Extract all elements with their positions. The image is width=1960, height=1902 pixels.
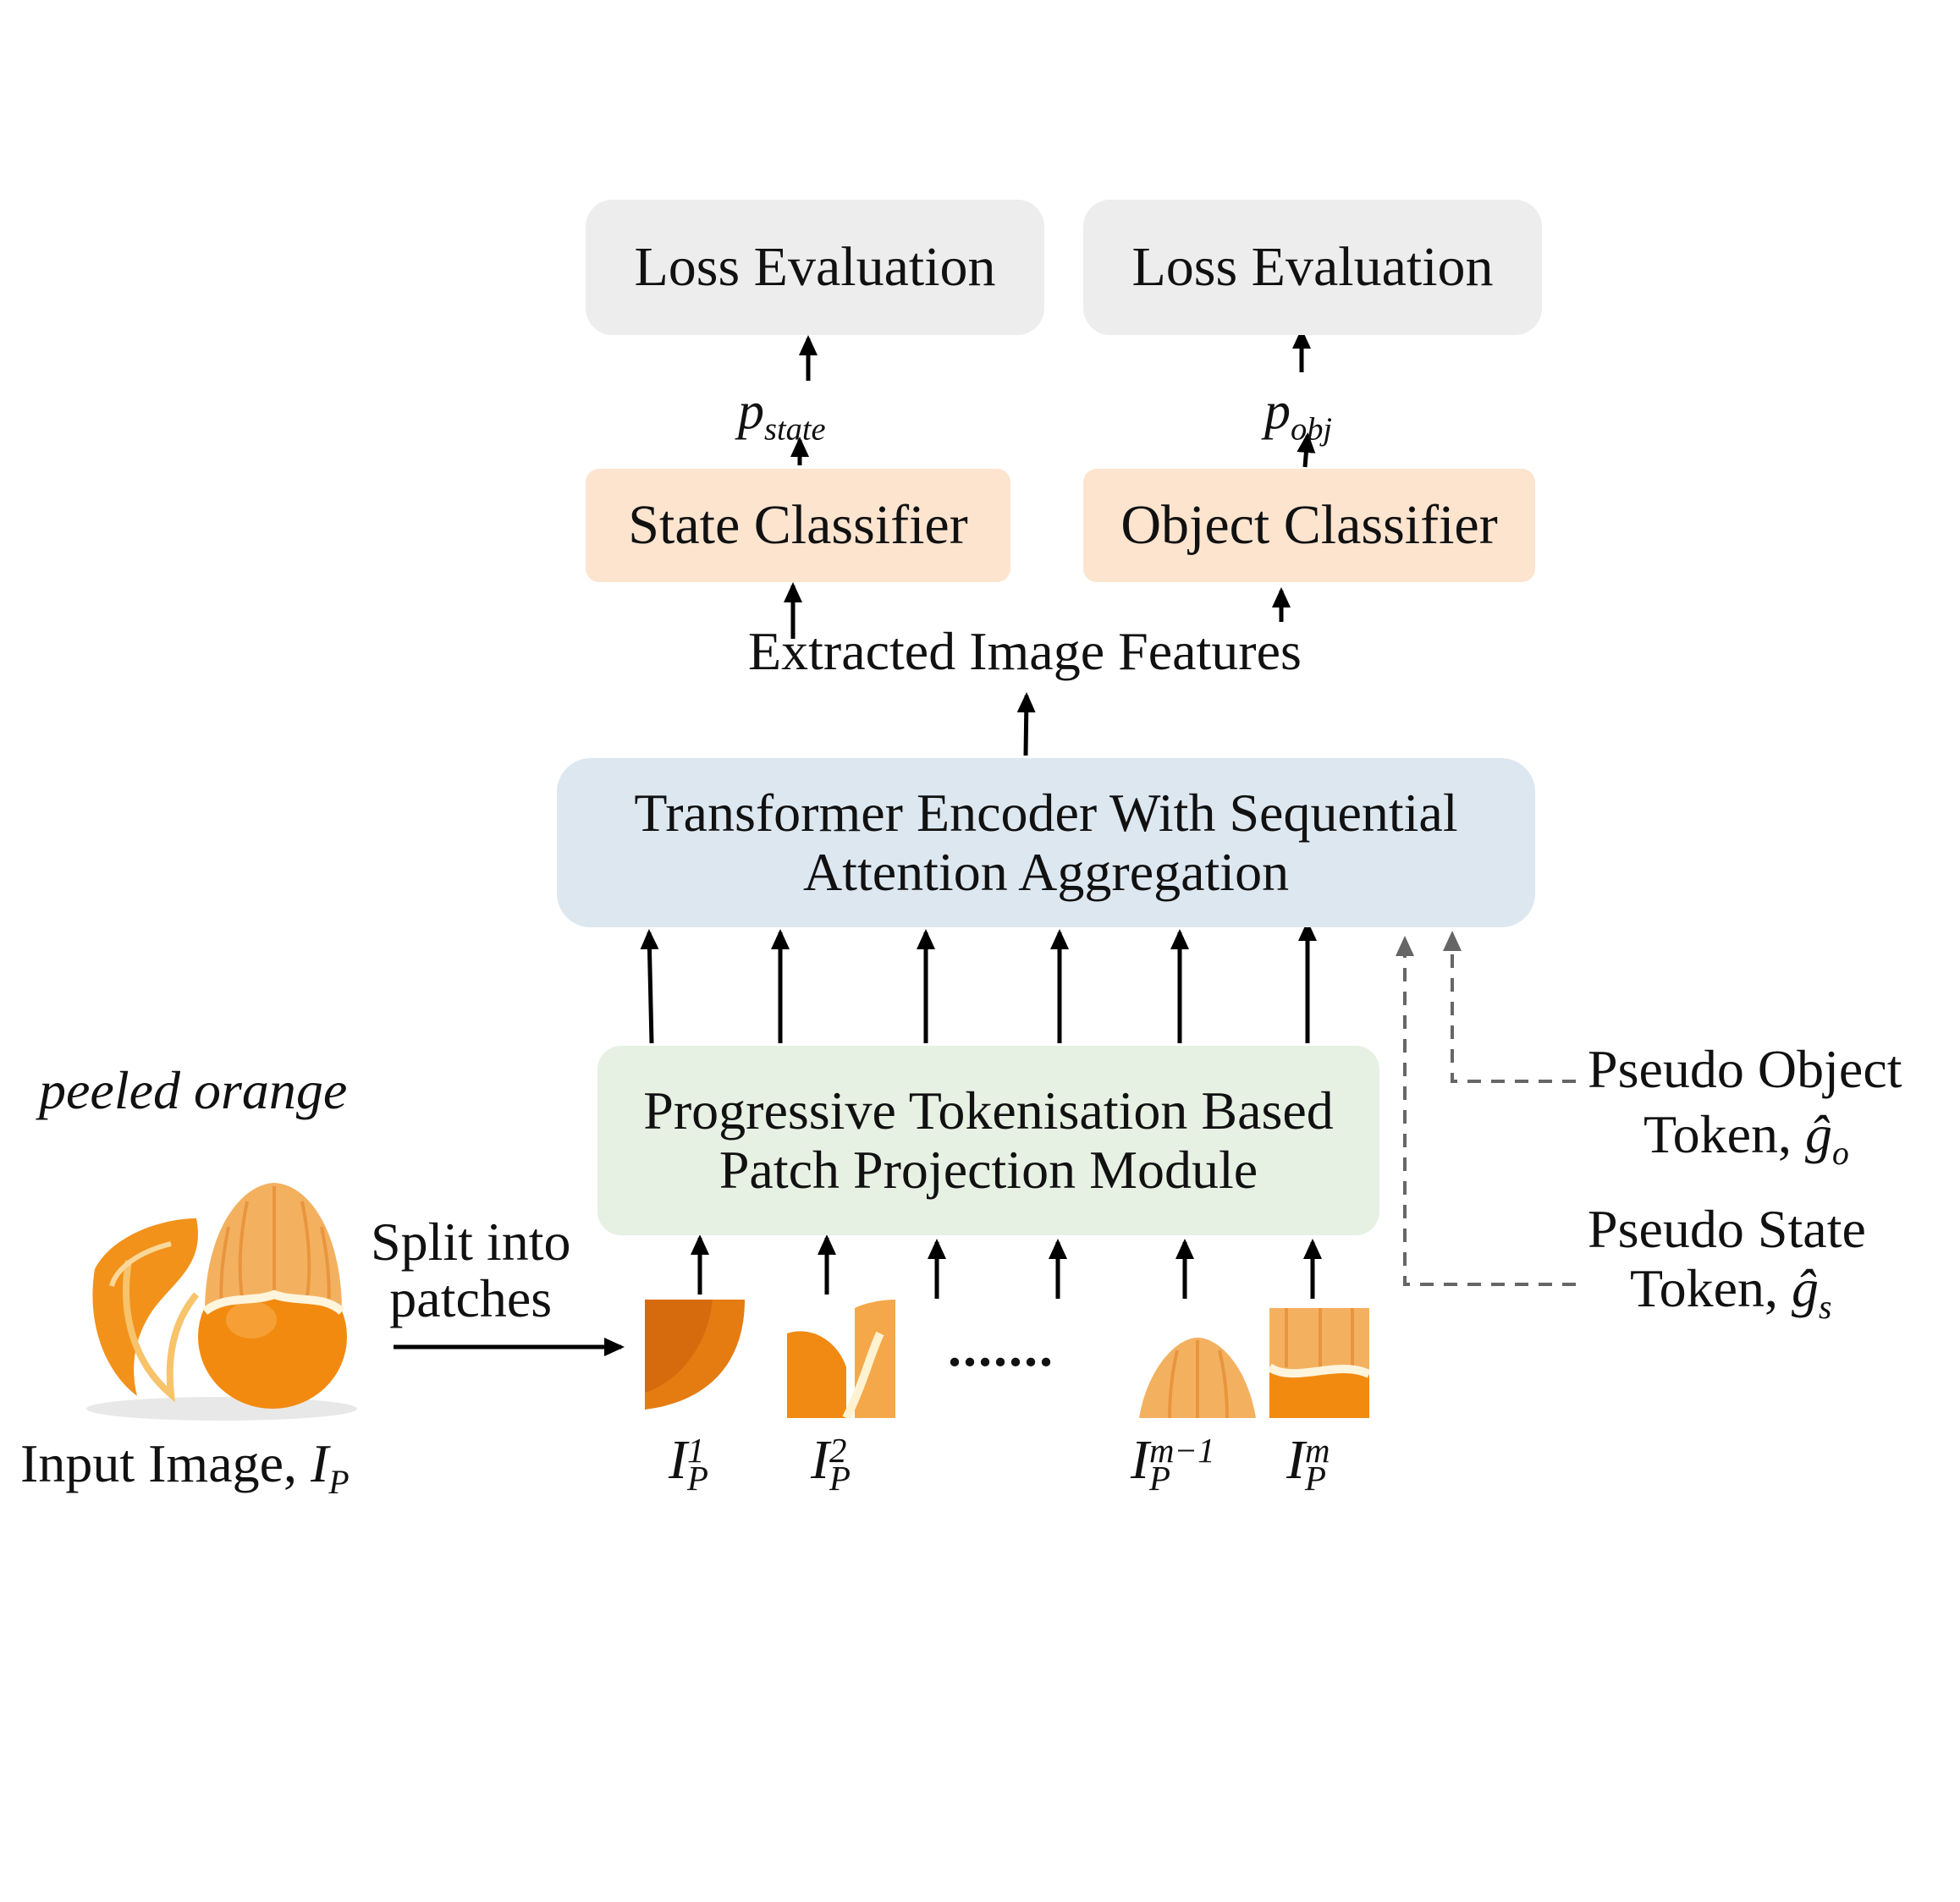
split-line-2: patches: [389, 1268, 553, 1329]
transformer-encoder: Transformer Encoder With Sequential Atte…: [557, 758, 1535, 927]
object-classifier-label: Object Classifier: [1120, 493, 1498, 556]
patch-label-1-sup: 1: [686, 1432, 705, 1470]
patch-label-1-base: I: [669, 1429, 687, 1491]
patch-label-m-base: I: [1286, 1429, 1305, 1491]
arrow-proj-enc-1: [640, 929, 659, 1044]
patch-label-m-minus-1-sup: m−1: [1148, 1432, 1215, 1470]
loss-evaluation-object: Loss Evaluation: [1083, 200, 1542, 335]
pseudo-object-line-2: Token,: [1643, 1103, 1806, 1164]
patch-projection-module: Progressive Tokenisation Based Patch Pro…: [597, 1046, 1379, 1235]
patch-m: [1269, 1308, 1369, 1418]
projection-line-1: Progressive Tokenisation Based: [643, 1080, 1334, 1141]
encoder-line-2: Attention Aggregation: [802, 842, 1290, 902]
projection-line-2: Patch Projection Module: [718, 1140, 1258, 1200]
patch-label-m-sup: m: [1304, 1432, 1330, 1470]
caption-label: peeled orange: [39, 1060, 348, 1120]
patch-label-2-sup: 2: [829, 1432, 847, 1470]
pseudo-state-line-2: Token,: [1630, 1258, 1792, 1319]
patch-label-m-minus-1-base: I: [1131, 1429, 1149, 1491]
patch-label-2-sub: P: [829, 1459, 851, 1498]
p-obj-sub: obj: [1291, 411, 1333, 448]
patch-label-m-sub: P: [1304, 1459, 1326, 1498]
arrow-encoder-to-features: [1016, 692, 1036, 756]
state-classifier-label: State Classifier: [628, 493, 968, 556]
p-state-sub: state: [764, 411, 826, 448]
pseudo-state-sub: s: [1819, 1289, 1832, 1327]
encoder-line-1: Transformer Encoder With Sequential: [634, 782, 1458, 843]
object-classifier: Object Classifier: [1083, 469, 1535, 582]
patch-2: [787, 1300, 895, 1418]
patch-label-m-minus-1-sub: P: [1148, 1459, 1170, 1498]
pseudo-object-line-1: Pseudo Object: [1588, 1039, 1902, 1099]
input-image: [86, 1183, 357, 1421]
loss-evaluation-state-label: Loss Evaluation: [634, 235, 996, 298]
split-line-1: Split into: [371, 1212, 571, 1272]
p-state-label: pstate: [738, 382, 826, 448]
patch-1: [645, 1300, 745, 1418]
extracted-features-label: Extracted Image Features: [748, 621, 1302, 681]
dashed-pseudo-state: [1396, 936, 1576, 1286]
p-obj-base: p: [1264, 382, 1291, 440]
pseudo-object-token-label: Pseudo Object Token, ĝo: [1588, 1037, 1902, 1174]
input-image-symbol: I: [311, 1433, 329, 1493]
input-image-sub: P: [328, 1463, 350, 1501]
pseudo-state-symbol: ĝ: [1792, 1258, 1820, 1319]
p-obj-label: pobj: [1264, 382, 1332, 448]
patch-m-minus-1: [1139, 1333, 1256, 1418]
loss-evaluation-object-label: Loss Evaluation: [1131, 235, 1494, 298]
patch-label-2-base: I: [811, 1429, 829, 1491]
split-label: Split into patches: [371, 1212, 571, 1329]
loss-evaluation-state: Loss Evaluation: [586, 200, 1044, 335]
arrow-pobj-link: [1297, 432, 1316, 468]
state-classifier: State Classifier: [586, 469, 1010, 582]
patch-ellipsis: .......: [948, 1317, 1054, 1377]
p-state-base: p: [738, 382, 764, 440]
pseudo-object-sub: o: [1832, 1134, 1849, 1172]
input-image-label: Input Image, IP: [20, 1433, 350, 1501]
patch-label-1-sub: P: [686, 1459, 708, 1498]
pseudo-state-token-label: Pseudo State Token, ĝs: [1588, 1199, 1866, 1327]
dashed-pseudo-object: [1443, 931, 1576, 1083]
input-image-text: Input Image,: [20, 1433, 311, 1493]
pseudo-state-line-1: Pseudo State: [1588, 1199, 1866, 1259]
pseudo-object-symbol: ĝ: [1805, 1103, 1833, 1164]
